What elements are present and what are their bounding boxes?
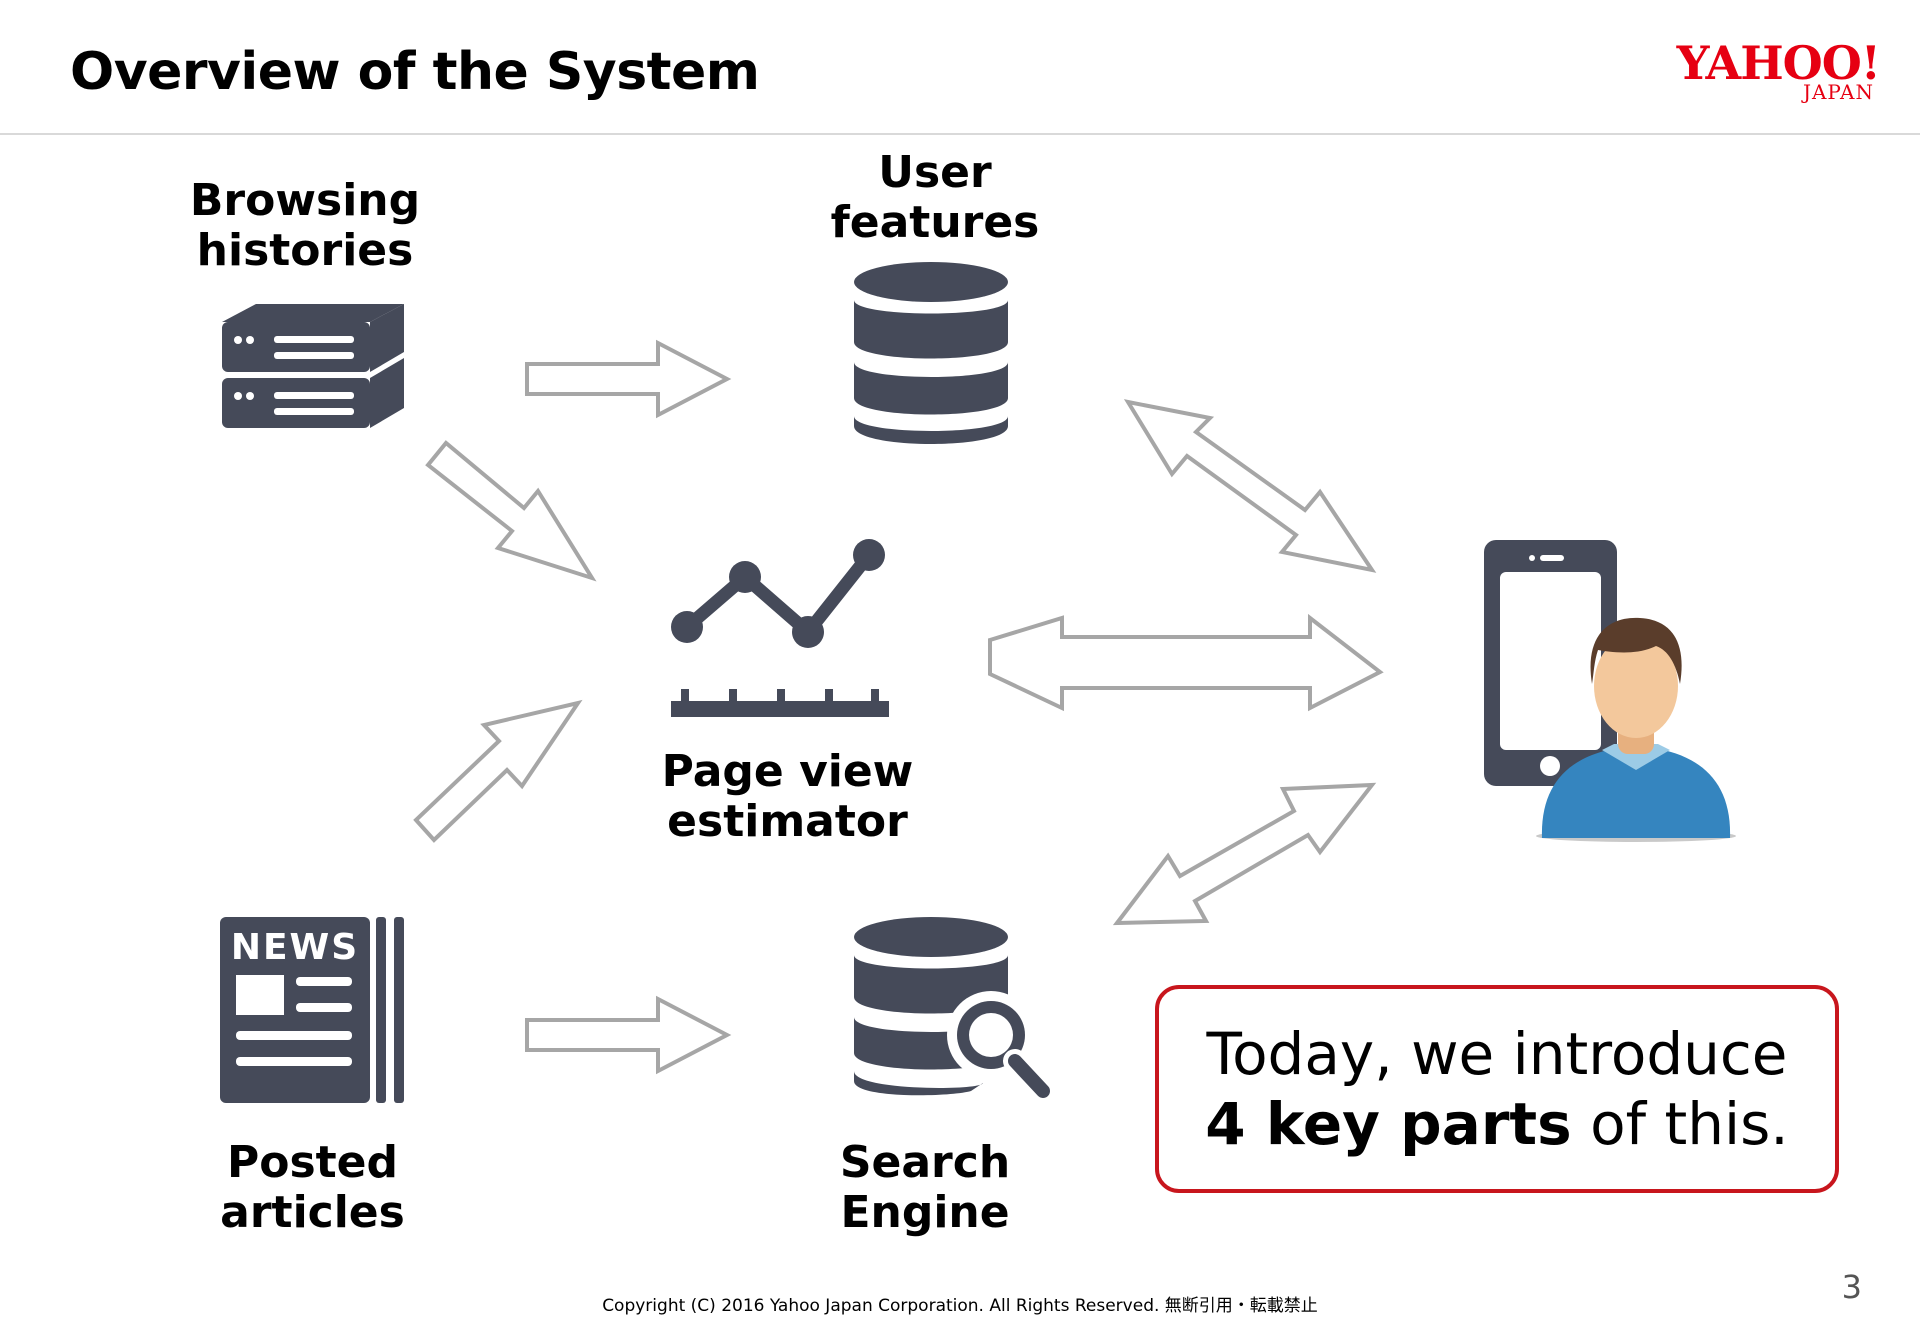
news-text: NEWS <box>231 927 359 968</box>
yahoo-japan-logo: YAHOO! JAPAN <box>1640 36 1881 110</box>
label-browsing-histories: Browsing histories <box>189 175 421 276</box>
label-posted-articles: Posted articles <box>220 1137 405 1238</box>
smartphone-user-icon <box>1484 540 1736 842</box>
arrow-search-user <box>1112 782 1377 926</box>
database-search-icon <box>854 917 1055 1103</box>
arrow-user-features-user <box>1123 399 1377 573</box>
label-user-features: User features <box>830 147 1040 248</box>
arrow-posted-to-estimator <box>413 699 583 843</box>
page-number: 3 <box>1841 1268 1862 1306</box>
title-divider <box>0 133 1920 135</box>
newspaper-icon: NEWS <box>220 917 404 1103</box>
logo-sub: JAPAN <box>1802 80 1874 104</box>
copyright-footer: Copyright (C) 2016 Yahoo Japan Corporati… <box>602 1296 1318 1316</box>
smartphone-icon <box>1484 540 1617 786</box>
callout-bold: 4 key parts <box>1205 1090 1572 1158</box>
arrow-posted-to-search <box>525 995 732 1075</box>
database-icon <box>854 262 1008 444</box>
callout-line-2: 4 key parts of this. <box>1205 1089 1788 1159</box>
label-search-engine: Search Engine <box>839 1137 1011 1238</box>
server-icon <box>222 304 404 428</box>
arrow-estimator-user <box>988 613 1384 712</box>
callout-rest: of this. <box>1571 1090 1789 1158</box>
arrow-browsing-to-estimator <box>425 440 597 582</box>
person-icon <box>1536 617 1736 842</box>
logo-brand: YAHOO! <box>1676 36 1881 90</box>
line-chart-icon <box>671 539 889 717</box>
slide-title: Overview of the System <box>70 42 760 102</box>
callout-line-1: Today, we introduce <box>1206 1020 1788 1088</box>
callout-box: Today, we introduce 4 key parts of this. <box>1155 985 1839 1193</box>
arrow-browsing-to-user-features <box>525 339 732 419</box>
label-page-view-estimator: Page view estimator <box>661 746 914 847</box>
